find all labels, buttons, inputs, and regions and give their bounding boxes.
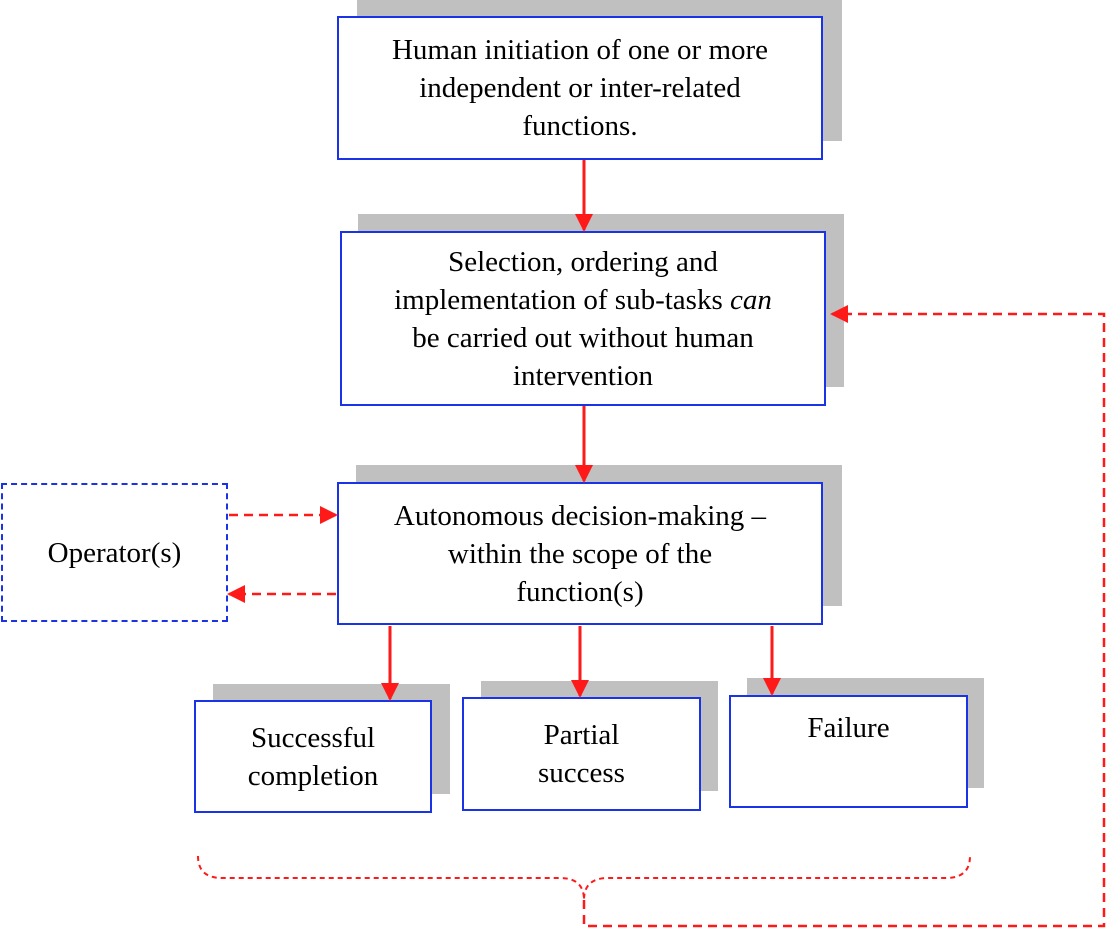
outcome-successful-box: Successful completion <box>194 700 432 813</box>
selection-emphasis: can <box>730 283 772 316</box>
selection-line: Selection, ordering and <box>448 245 718 278</box>
outcome-failure-box: Failure <box>729 695 968 808</box>
outcome-line: completion <box>247 759 379 792</box>
outcome-line: success <box>538 757 625 789</box>
selection-line-text: implementation of sub-tasks <box>394 283 730 316</box>
initiation-line: Human initiation of one or more <box>391 34 769 66</box>
operator-box: Operator(s) <box>1 483 228 622</box>
outcome-partial-box: Partial success <box>462 697 701 811</box>
selection-line: implementation of sub-tasks can <box>394 281 772 319</box>
outcomes-brace <box>197 855 971 901</box>
operator-label: Operator(s) <box>47 536 182 569</box>
initiation-line: functions. <box>522 110 638 142</box>
selection-line: be carried out without human <box>412 321 754 354</box>
selection-line: intervention <box>512 359 654 392</box>
initiation-line: independent or inter-related <box>419 72 741 104</box>
outcome-line: Partial <box>543 719 620 751</box>
feedback-loop-line <box>582 305 1106 928</box>
initiation-box: Human initiation of one or more independ… <box>337 16 823 160</box>
outcome-line: Successful <box>250 721 375 754</box>
decision-line: function(s) <box>516 575 644 608</box>
selection-box: Selection, ordering and implementation o… <box>340 231 826 406</box>
outcome-line: Failure <box>807 712 890 744</box>
decision-box: Autonomous decision-making – within the … <box>337 482 823 625</box>
decision-line: Autonomous decision-making – <box>393 499 767 532</box>
decision-line: within the scope of the <box>447 537 713 570</box>
